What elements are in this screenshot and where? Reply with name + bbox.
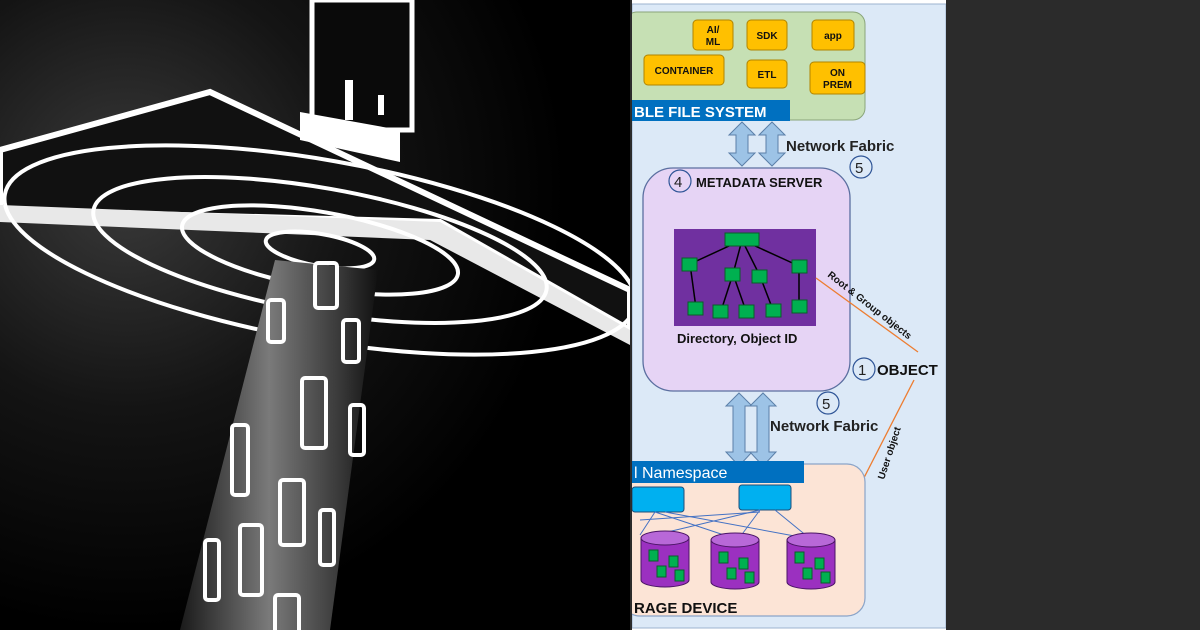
- client-chip-label: PREM: [823, 80, 852, 91]
- fs-banner: BLE FILE SYSTEM: [634, 104, 767, 121]
- storage-illustration: [0, 0, 630, 630]
- data-block: [744, 571, 755, 584]
- client-chip: SDK: [746, 19, 788, 51]
- data-block: [648, 549, 659, 562]
- storage-drum: [640, 530, 690, 588]
- storage-drums: [640, 530, 836, 590]
- client-chip-label: app: [824, 31, 842, 42]
- fabric-number-bottom-ring: [816, 391, 840, 415]
- directory-tree-nodes: [681, 232, 808, 319]
- namespace-banner-bg: [632, 461, 804, 483]
- side-padding: [952, 0, 1200, 630]
- data-block: [726, 567, 737, 580]
- client-chip-label: CONTAINER: [655, 66, 714, 77]
- data-block: [674, 569, 685, 582]
- client-chip-label: ML: [706, 37, 720, 48]
- fabric-number-bottom: 5: [822, 396, 830, 413]
- client-chip: app: [811, 19, 855, 51]
- root-group-connector: [815, 277, 919, 353]
- metadata-caption: Directory, Object ID: [677, 331, 797, 346]
- storage-label: RAGE DEVICE: [634, 600, 737, 617]
- object-number: 1: [858, 362, 866, 379]
- metadata-server-title: METADATA SERVER: [696, 175, 823, 190]
- metadata-number: 4: [674, 174, 682, 191]
- metadata-number-ring: [668, 169, 692, 193]
- data-block: [820, 571, 831, 584]
- data-block: [668, 555, 679, 568]
- client-chip: AI/ML: [692, 19, 734, 51]
- data-block: [738, 557, 749, 570]
- namespace-banner: l Namespace: [634, 465, 727, 482]
- data-block: [814, 557, 825, 570]
- storage-drum: [786, 532, 836, 590]
- data-block: [794, 551, 805, 564]
- client-chip: ETL: [746, 59, 788, 89]
- client-chip-label: ON: [830, 68, 845, 79]
- data-block: [802, 567, 813, 580]
- fabric-arrows-top: [727, 121, 787, 167]
- object-number-ring: [852, 357, 876, 381]
- object-label: OBJECT: [877, 362, 938, 379]
- client-chip: CONTAINER: [643, 54, 725, 86]
- client-chip-label: SDK: [756, 31, 778, 42]
- fabric-number-top: 5: [855, 160, 863, 177]
- fabric-number-top-ring: [849, 155, 873, 179]
- client-chip-label: ETL: [758, 70, 777, 81]
- network-fabric-top: Network Fabric: [786, 138, 894, 155]
- network-fabric-bottom: Network Fabric: [770, 418, 878, 435]
- storage-node-left: [632, 486, 685, 513]
- storage-drum: [710, 532, 760, 590]
- storage-node-right: [738, 484, 792, 511]
- data-block: [656, 565, 667, 578]
- data-block: [718, 551, 729, 564]
- client-chip-label: AI/: [707, 25, 720, 36]
- fs-banner-bg: [632, 100, 790, 121]
